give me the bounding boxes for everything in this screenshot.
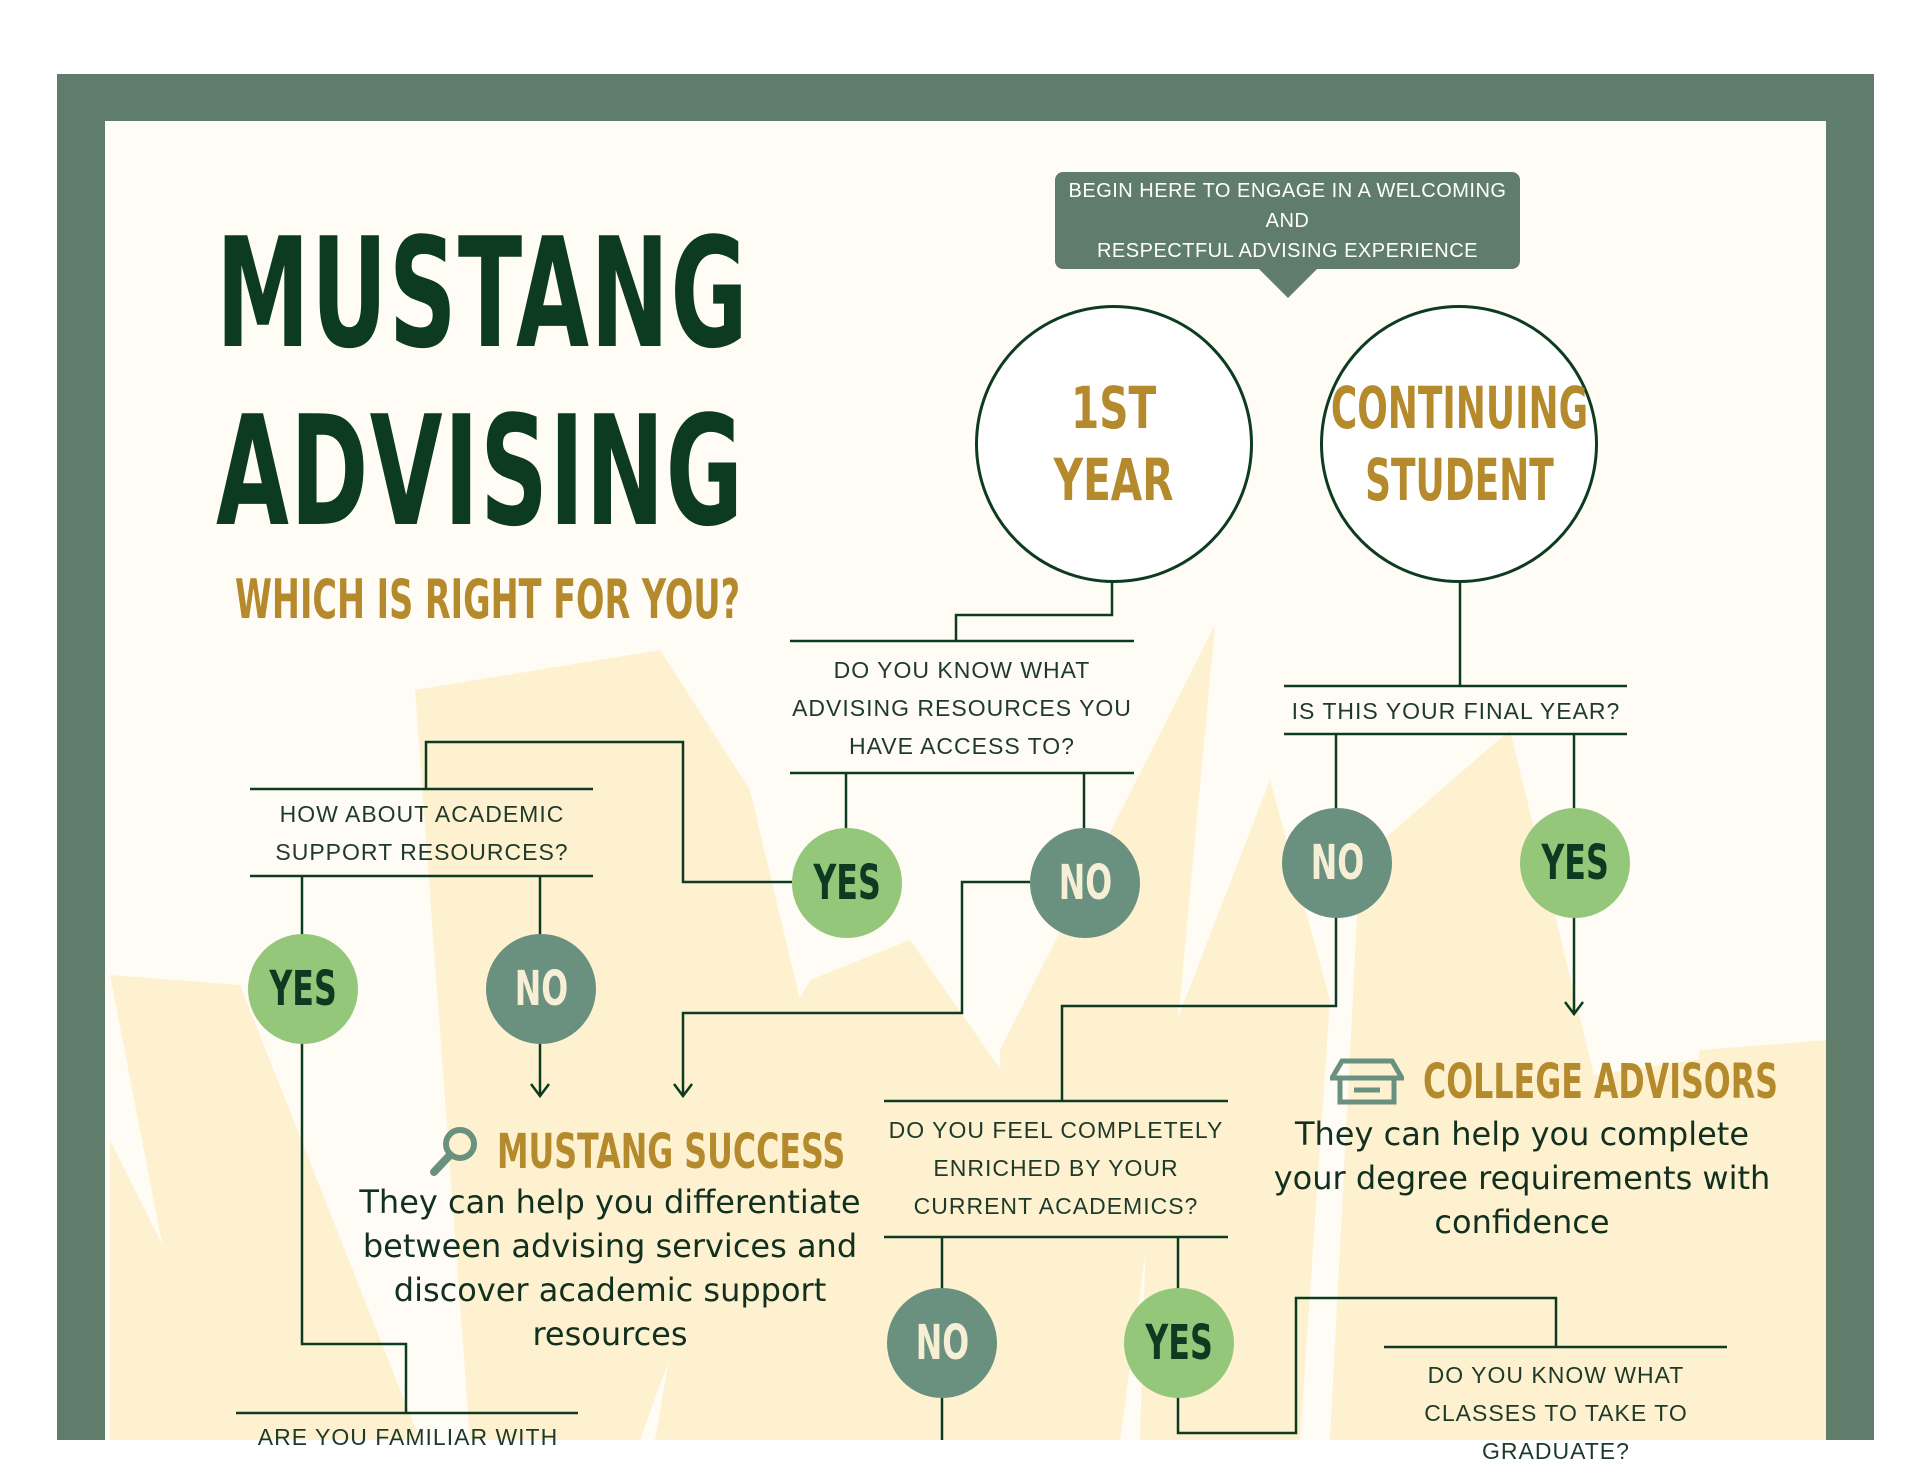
callout-line-2: RESPECTFUL ADVISING EXPERIENCE [1096, 239, 1478, 262]
answer-no-final-year[interactable]: NO [1282, 808, 1392, 918]
description-line: discover academic support [393, 1271, 827, 1309]
description-line: confidence [1434, 1203, 1610, 1241]
question-familiar: ARE YOU FAMILIAR WITH [236, 1418, 580, 1456]
answer-yes-academic-support[interactable]: YES [248, 934, 358, 1044]
question-academic-support: HOW ABOUT ACADEMIC SUPPORT RESOURCES? [250, 795, 594, 871]
callout-pointer [1258, 268, 1318, 298]
answer-yes-advising[interactable]: YES [792, 828, 902, 938]
question-line: DO YOU KNOW WHAT [833, 657, 1091, 683]
start-callout: BEGIN HERE TO ENGAGE IN A WELCOMING AND … [1055, 172, 1520, 269]
yes-label: YES [1541, 835, 1609, 891]
question-line: CLASSES TO TAKE TO [1424, 1400, 1688, 1426]
yes-label: YES [269, 961, 337, 1017]
description-line: They can help you complete [1294, 1115, 1750, 1153]
answer-no-advising[interactable]: NO [1030, 828, 1140, 938]
subtitle: WHICH IS RIGHT FOR YOU? [235, 568, 740, 631]
question-enriched: DO YOU FEEL COMPLETELY ENRICHED BY YOUR … [884, 1111, 1228, 1225]
yes-label: YES [813, 855, 881, 911]
question-line: HOW ABOUT ACADEMIC [279, 801, 565, 827]
answer-yes-final-year[interactable]: YES [1520, 808, 1630, 918]
mustang-success-description: They can help you differentiate between … [340, 1180, 880, 1356]
continuing-line-1: CONTINUING [1330, 374, 1588, 442]
no-label: NO [1058, 855, 1112, 911]
building-icon [1330, 1058, 1404, 1105]
question-line: IS THIS YOUR FINAL YEAR? [1291, 698, 1621, 724]
question-line: HAVE ACCESS TO? [849, 733, 1075, 759]
title-line-1: MUSTANG [216, 205, 749, 382]
question-line: GRADUATE? [1482, 1438, 1630, 1464]
callout-line-1: BEGIN HERE TO ENGAGE IN A WELCOMING AND [1068, 179, 1507, 232]
description-line: between advising services and [362, 1227, 858, 1265]
question-classes: DO YOU KNOW WHAT CLASSES TO TAKE TO GRAD… [1384, 1356, 1728, 1470]
no-label: NO [1310, 835, 1364, 891]
first-year-line-2: YEAR [1054, 446, 1174, 514]
no-label: NO [514, 961, 568, 1017]
college-advisors-description: They can help you complete your degree r… [1262, 1112, 1782, 1244]
connector-lines [236, 580, 1727, 1440]
question-line: DO YOU FEEL COMPLETELY [888, 1117, 1224, 1143]
first-year-line-1: 1ST [1071, 374, 1157, 442]
first-year-label: 1ST YEAR [1054, 372, 1174, 516]
start-node-first-year[interactable]: 1ST YEAR [975, 305, 1253, 583]
start-node-continuing-student[interactable]: CONTINUING STUDENT [1320, 305, 1598, 583]
college-advisors-title: COLLEGE ADVISORS [1423, 1054, 1778, 1110]
connector-layer [110, 580, 1826, 1440]
flowchart: MUSTANG ADVISING WHICH IS RIGHT FOR YOU?… [110, 172, 1826, 1464]
question-advising-resources: DO YOU KNOW WHAT ADVISING RESOURCES YOU … [790, 651, 1134, 765]
question-line: CURRENT ACADEMICS? [913, 1193, 1199, 1219]
no-label: NO [915, 1315, 969, 1371]
continuing-line-2: STUDENT [1364, 446, 1554, 514]
description-line: your degree requirements with [1273, 1159, 1771, 1197]
question-line: ENRICHED BY YOUR [933, 1155, 1179, 1181]
answer-yes-enriched[interactable]: YES [1124, 1288, 1234, 1398]
question-line: SUPPORT RESOURCES? [275, 839, 569, 865]
description-line: resources [532, 1315, 688, 1353]
title-line-2: ADVISING [216, 383, 745, 560]
magnifier-icon [430, 1127, 477, 1176]
description-line: They can help you differentiate [359, 1183, 861, 1221]
answer-no-enriched[interactable]: NO [887, 1288, 997, 1398]
question-line: DO YOU KNOW WHAT [1427, 1362, 1685, 1388]
answer-no-academic-support[interactable]: NO [486, 934, 596, 1044]
yes-label: YES [1145, 1315, 1213, 1371]
continuing-label: CONTINUING STUDENT [1330, 372, 1587, 516]
question-final-year: IS THIS YOUR FINAL YEAR? [1284, 692, 1628, 730]
question-line: ADVISING RESOURCES YOU [792, 695, 1132, 721]
mustang-success-title: MUSTANG SUCCESS [497, 1124, 846, 1180]
question-line: ARE YOU FAMILIAR WITH [257, 1424, 559, 1450]
